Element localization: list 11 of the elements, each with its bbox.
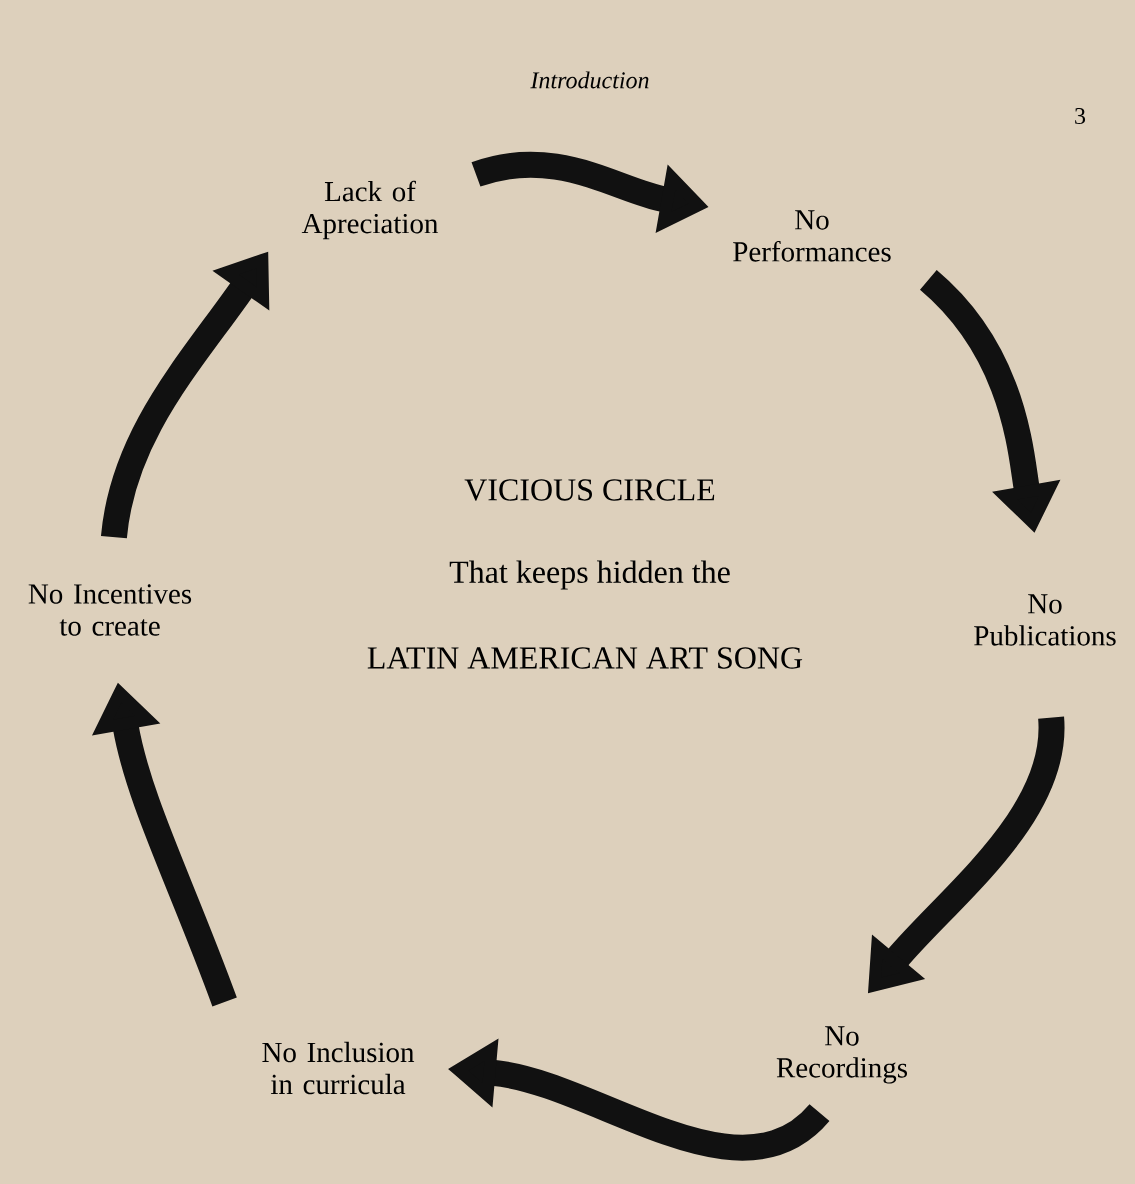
page-number: 3 [1075,107,1086,125]
node-text: Lack of Apreciation [301,180,439,240]
node-text: No Incentives to create [28,584,192,636]
center-text: That keeps hidden the [449,560,730,590]
page-header: Introduction [530,71,649,89]
center-text: VICIOUS CIRCLE [464,479,715,501]
center-text: LATIN AMERICAN ART SONG [367,647,803,669]
node-text: No Recordings [776,1026,907,1084]
node-text: No Publications [974,594,1116,646]
node-text: No Performances [733,210,891,262]
node-text: No Inclusion in curricula [262,1041,415,1095]
